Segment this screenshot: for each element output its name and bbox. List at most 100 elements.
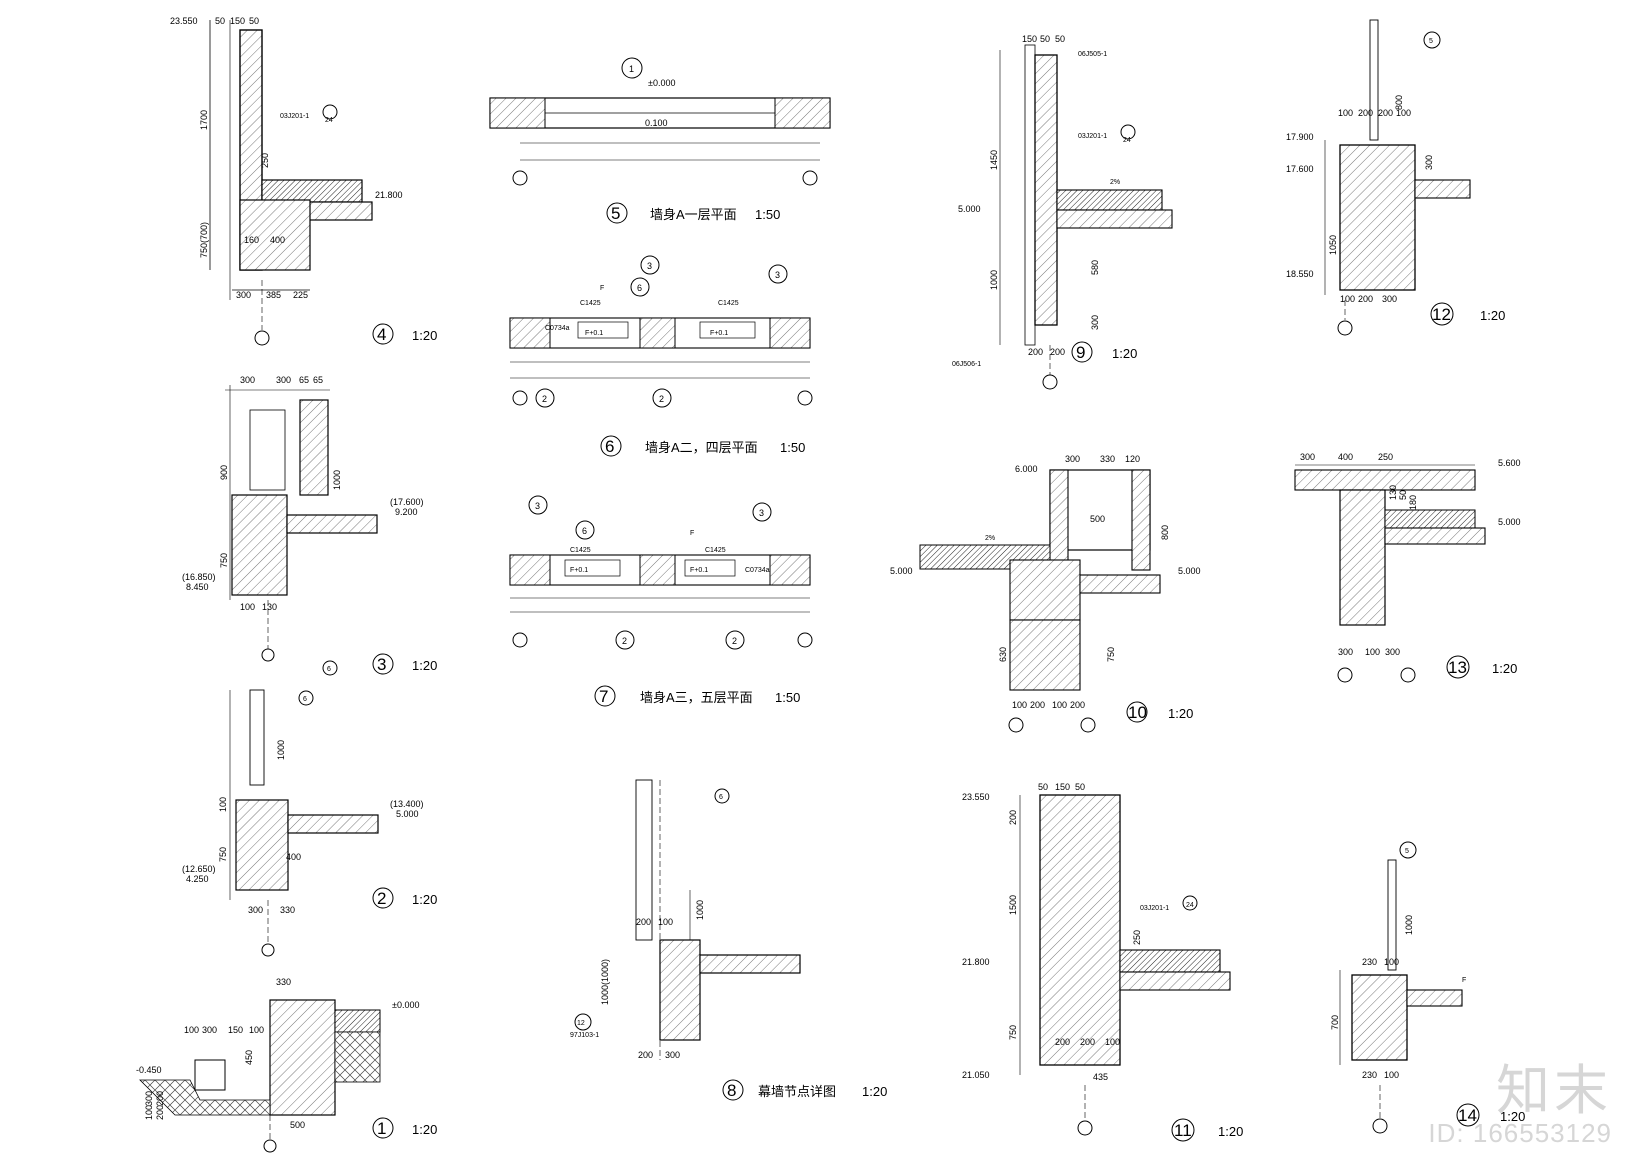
detail-number: 3 [377,655,386,674]
plan-column [509,554,551,586]
window-code: C1425 [718,300,739,307]
detail-number: 2 [377,889,386,908]
ring-beam [239,199,311,271]
detail-4: 50 150 50 1700 250 750(700) 300 385 225 … [170,16,437,346]
detail-number-circle [1126,701,1148,723]
plan-elevation: ±0.000 [648,78,675,88]
detail-number: 11 [1174,1121,1192,1140]
dim-label: 100 [144,1105,154,1120]
dim-label: 330 [1100,454,1115,464]
dim-label: 150 [230,16,245,26]
detail-title: 墙身A三，五层平面 [640,690,753,705]
elevation-label: 17.900 [1286,132,1314,142]
detail-number-circle [606,202,628,224]
window-code: C1425 [570,547,591,554]
dim-label: 150 [1022,34,1037,44]
dim-label: 100 [1105,1037,1120,1047]
plan-ref: 2 [542,394,547,404]
balcony-beam-section [1351,974,1408,1061]
dim-label: 230 [1362,957,1377,967]
detail-number-circle [1171,1118,1195,1142]
window-code: C1425 [705,547,726,554]
parapet-wall-section [1034,54,1058,326]
dim-label: 200 [1030,700,1045,710]
detail-number: 1 [377,1119,386,1138]
dim-label: 300 [144,1091,154,1106]
dim-label: 1000 [989,270,999,290]
standard-ref: 6 [719,794,723,801]
detail-7: C1425 C1425 C0734a F+0.1 F+0.1 F 3 6 3 2… [509,495,813,707]
dim-label: 1000 [1404,915,1414,935]
roof-layers [1384,509,1476,529]
beam-section [659,939,701,1041]
dim-label: 300 [1065,454,1080,464]
floor-level: F [1462,977,1466,984]
floor-slab [1414,179,1471,199]
watermark: 知末 ID: 166553129 [1428,1063,1612,1147]
elevation-label: 9.200 [395,507,418,517]
detail-scale: 1:20 [412,658,437,673]
detail-number: 10 [1128,703,1147,722]
dim-label: 200 [638,1050,653,1060]
dim-label: 200 [1070,700,1085,710]
detail-scale: 1:20 [1480,308,1505,323]
window-frame [249,689,265,786]
detail-number: 13 [1448,658,1467,677]
detail-scale: 1:20 [862,1084,887,1099]
detail-number: 5 [611,204,620,223]
roof-slab [1119,971,1231,991]
standard-ref: 06J506-1 [952,361,981,368]
plan-ref: 2 [732,636,737,646]
detail-number: 9 [1076,343,1085,362]
dim-label: 180 [1408,495,1418,510]
standard-ref: 5 [1405,848,1409,855]
plan-ref: 3 [535,501,540,511]
floor-level: F+0.1 [710,330,728,337]
plan-ref: 3 [759,508,764,518]
dim-label: 50 [249,16,259,26]
detail-number: 6 [605,437,614,456]
slope-label: 2% [1110,179,1120,186]
elevation-label: 23.550 [170,16,198,26]
dim-label: 250 [260,153,270,168]
wall-section [299,399,329,496]
dim-label: 750(700) [199,222,209,258]
dim-label: 300 [236,290,251,300]
detail-1: 330 100 300 150 100 450 300 200 100 200 … [136,977,437,1153]
railing-post [1387,859,1397,971]
roof-layers [261,179,363,203]
floor-slab [699,954,801,974]
elevation-label: (16.850) [182,572,216,582]
standard-ref: 24 [1186,902,1194,909]
plan-ref: 2 [659,394,664,404]
roof-slab [1056,209,1173,229]
watermark-logo: 知末 [1496,1061,1612,1121]
elevation-label: 21.050 [962,1070,990,1080]
detail-scale: 1:20 [412,328,437,343]
elevation-label: 23.550 [962,792,990,802]
standard-ref: 03J201-1 [1140,905,1169,912]
dim-label: 200 [1028,347,1043,357]
elevation-label: -0.450 [136,1065,162,1075]
detail-scale: 1:20 [412,892,437,907]
beam-section [235,799,289,891]
window-box [684,559,736,577]
dim-label: 50 [1040,34,1050,44]
dim-label: 750 [218,847,228,862]
detail-number-circle [1446,655,1470,679]
elevation-label: 5.600 [1498,458,1521,468]
dim-label: 300 [1385,647,1400,657]
dim-label: 100 [218,797,228,812]
detail-scale: 1:20 [1492,661,1517,676]
dim-label: 50 [1055,34,1065,44]
floor-slab [286,514,378,534]
elevation-label: 5.000 [890,566,913,576]
dim-label: 300 [1424,155,1434,170]
elevation-label: 17.600 [1286,164,1314,174]
dim-label: 300 [202,1025,217,1035]
dim-label: 50 [1398,490,1408,500]
dim-label: 900 [219,465,229,480]
elevation-label: 21.800 [962,957,990,967]
elevation-label: 4.250 [186,874,209,884]
window-code: C1425 [580,300,601,307]
